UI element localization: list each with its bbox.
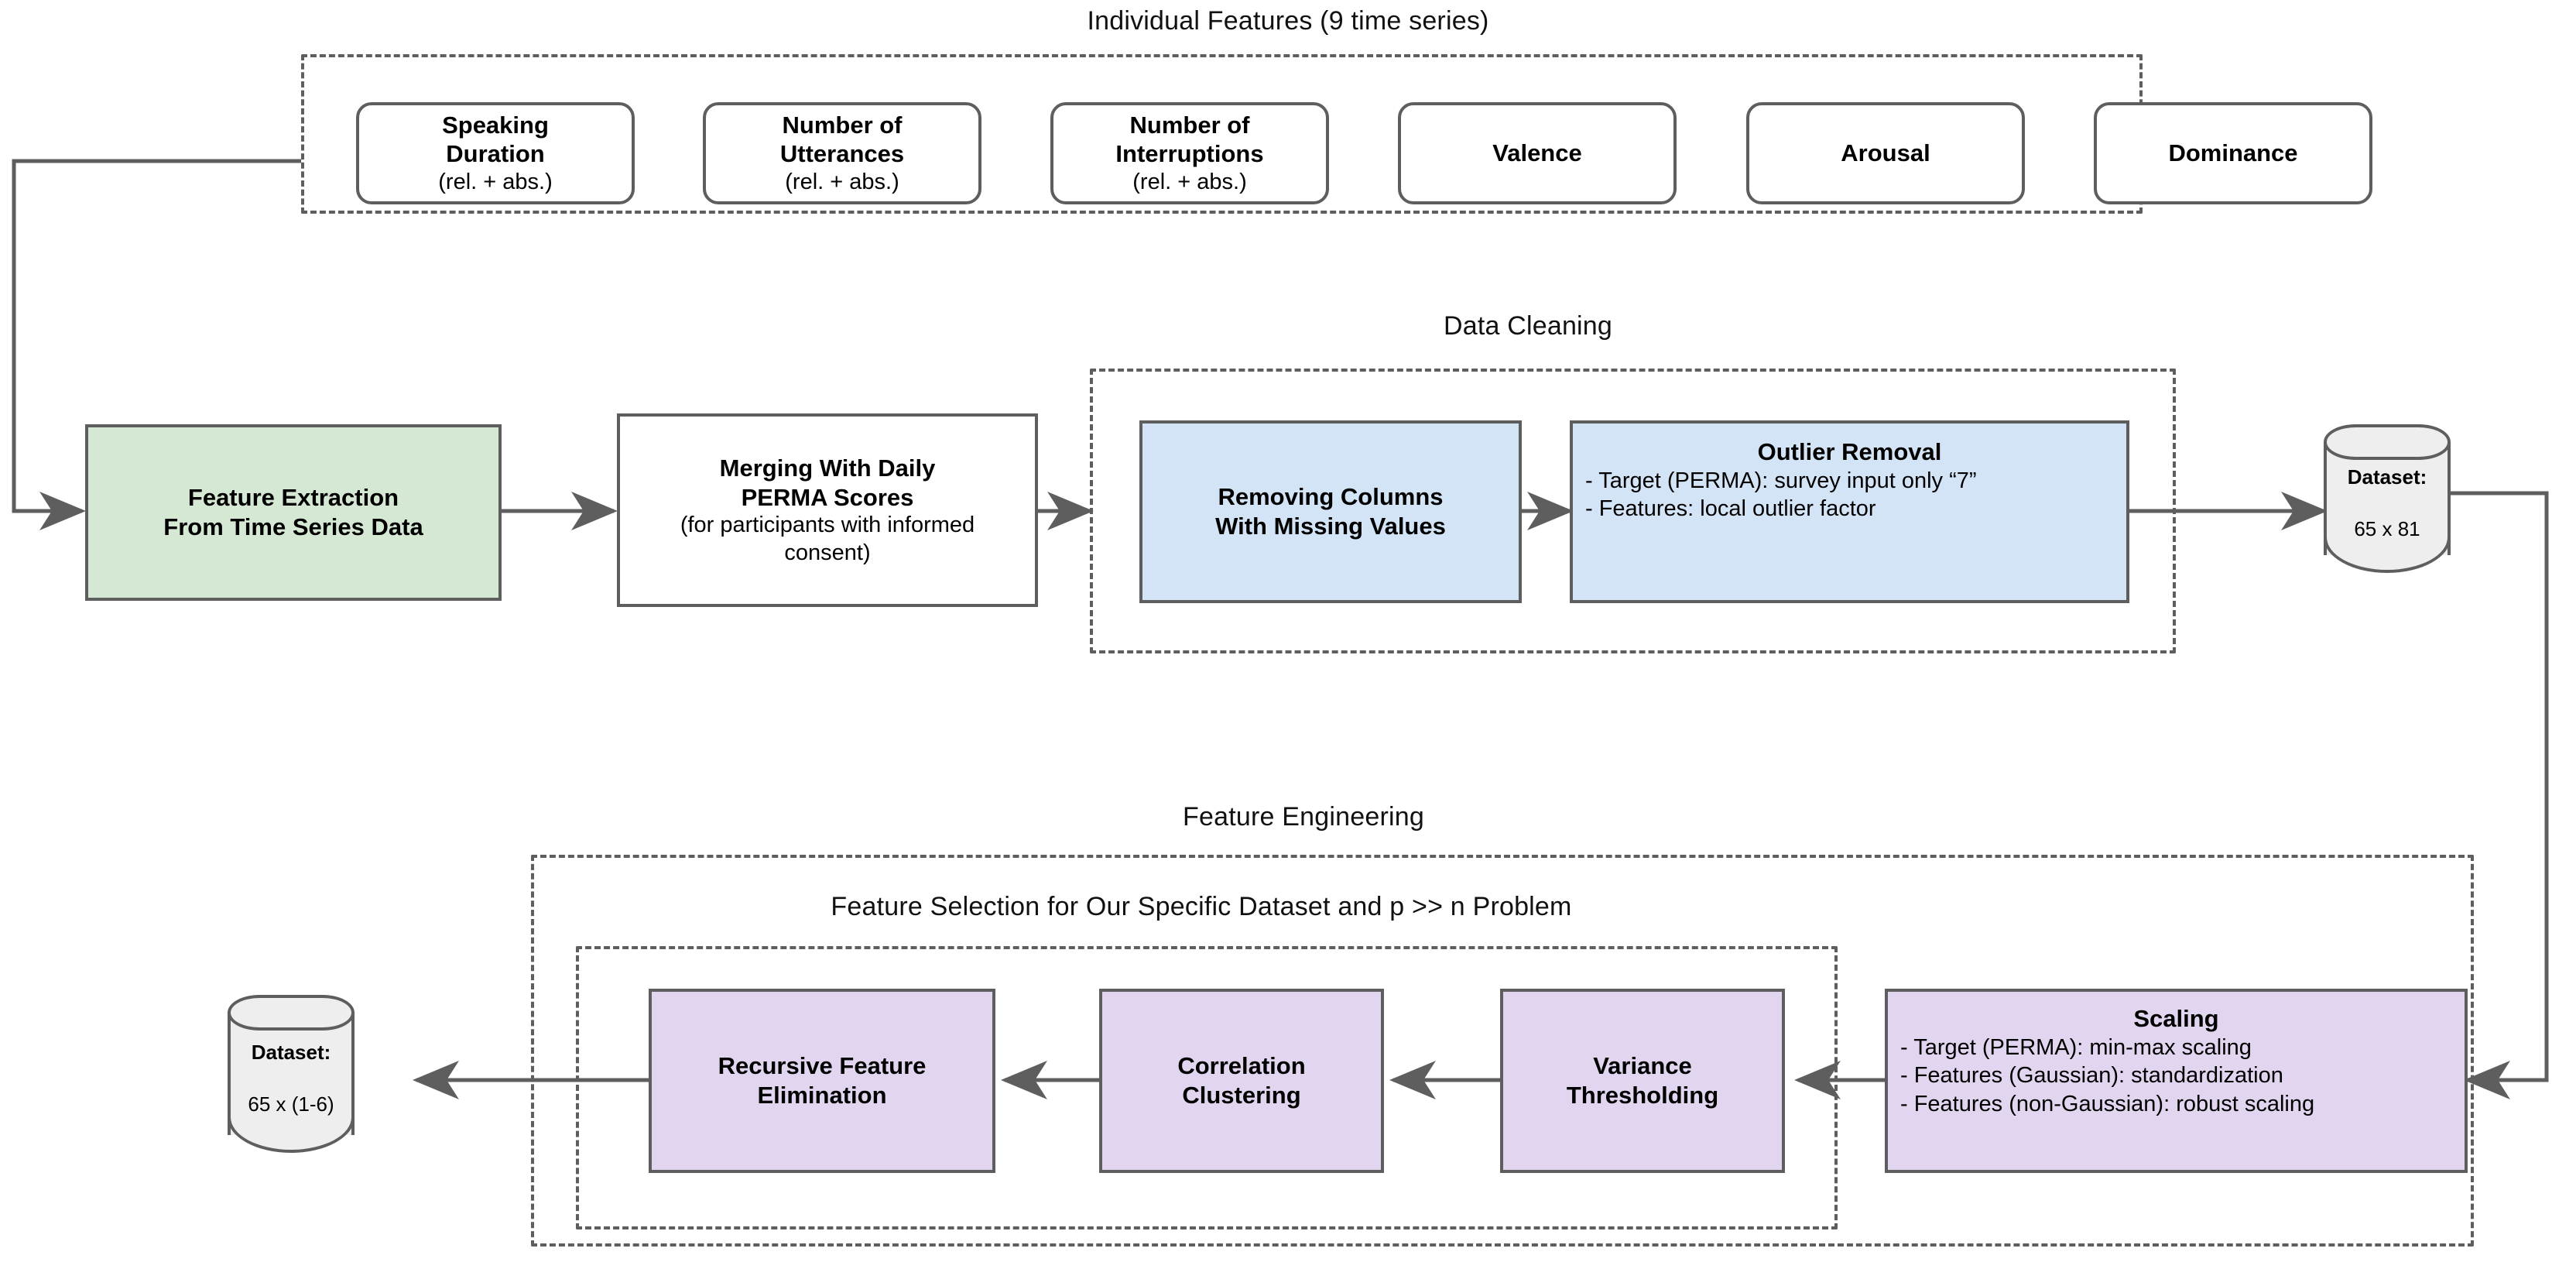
cylinder-body [2324,442,2451,555]
dataset-label: Dataset: [251,1041,331,1064]
merging-line2: PERMA Scores [741,483,914,511]
dataset-after-cleaning-cylinder[interactable]: Dataset: 65 x 81 [2324,424,2451,573]
cylinder-text: Dataset: 65 x 81 [2324,424,2451,573]
feature-extraction-box[interactable]: Feature Extraction From Time Series Data [85,424,502,601]
removing-columns-line2: With Missing Values [1215,513,1446,540]
cylinder-cap [228,995,355,1031]
outlier-removal-bullet-1: - Target (PERMA): survey input only “7” [1585,468,1977,493]
feature-label-sub: (rel. + abs.) [785,170,899,195]
feature-extraction-line2: From Time Series Data [163,513,423,540]
rfe-line1: Recursive Feature [718,1052,927,1080]
removing-columns-box[interactable]: Removing Columns With Missing Values [1139,420,1522,603]
dataset-final-cylinder[interactable]: Dataset: 65 x (1-6) [228,995,355,1153]
correlation-clustering-box[interactable]: Correlation Clustering [1099,989,1384,1173]
merging-line1: Merging With Daily [719,454,936,482]
outlier-removal-title: Outlier Removal [1757,438,1942,465]
feature-label-line2: Duration [446,140,545,168]
feature-box-valence[interactable]: Valence [1398,102,1677,204]
variance-thresholding-box[interactable]: Variance Thresholding [1500,989,1785,1173]
feature-box-arousal[interactable]: Arousal [1746,102,2025,204]
data-cleaning-title: Data Cleaning [1443,311,1613,341]
feature-label-line2: Interruptions [1115,140,1264,168]
feature-box-speaking-duration[interactable]: Speaking Duration (rel. + abs.) [356,102,635,204]
scaling-title: Scaling [2133,1005,2219,1032]
dataset-label: Dataset: [2347,465,2427,489]
feature-label-line1: Number of [1129,111,1250,139]
outlier-removal-box[interactable]: Outlier Removal - Target (PERMA): survey… [1570,420,2129,603]
feature-label-line1: Number of [782,111,903,139]
feature-box-number-of-utterances[interactable]: Number of Utterances (rel. + abs.) [703,102,981,204]
merging-box[interactable]: Merging With Daily PERMA Scores (for par… [617,413,1038,607]
cylinder-text: Dataset: 65 x (1-6) [228,995,355,1153]
correlation-line1: Correlation [1177,1052,1306,1080]
variance-line1: Variance [1593,1052,1692,1080]
feature-label-sub: (rel. + abs.) [438,170,553,195]
feature-engineering-container [531,855,2474,1247]
feature-label-line1: Dominance [2168,139,2298,167]
feature-label-sub: (rel. + abs.) [1132,170,1247,195]
scaling-box[interactable]: Scaling - Target (PERMA): min-max scalin… [1885,989,2468,1173]
variance-line2: Thresholding [1566,1082,1719,1109]
scaling-bullet-1: - Target (PERMA): min-max scaling [1900,1034,2252,1060]
recursive-feature-elimination-box[interactable]: Recursive Feature Elimination [649,989,995,1173]
cylinder-body [228,1013,355,1135]
feature-label-line1: Speaking [442,111,549,139]
individual-features-title: Individual Features (9 time series) [1087,6,1489,36]
merging-sub1: (for participants with informed [680,513,975,538]
rfe-line2: Elimination [757,1082,887,1109]
data-cleaning-container [1090,369,2176,653]
feature-selection-container [576,946,1838,1229]
dataset-shape: 65 x (1-6) [248,1092,334,1116]
merging-sub2: consent) [784,540,871,565]
feature-extraction-line1: Feature Extraction [187,484,399,512]
feature-label-line1: Valence [1492,139,1582,167]
correlation-line2: Clustering [1182,1082,1301,1109]
removing-columns-line1: Removing Columns [1218,483,1444,511]
feature-label-line1: Arousal [1841,139,1930,167]
outlier-removal-bullet-2: - Features: local outlier factor [1585,496,1876,522]
feature-label-line2: Utterances [779,140,905,168]
cylinder-cap [2324,424,2451,460]
feature-engineering-title: Feature Engineering [1183,802,1424,832]
feature-box-dominance[interactable]: Dominance [2094,102,2372,204]
feature-box-number-of-interruptions[interactable]: Number of Interruptions (rel. + abs.) [1050,102,1329,204]
dataset-shape: 65 x 81 [2354,517,2420,540]
feature-selection-title: Feature Selection for Our Specific Datas… [831,892,1572,921]
scaling-bullet-3: - Features (non-Gaussian): robust scalin… [1900,1091,2315,1116]
scaling-bullet-2: - Features (Gaussian): standardization [1900,1063,2283,1089]
